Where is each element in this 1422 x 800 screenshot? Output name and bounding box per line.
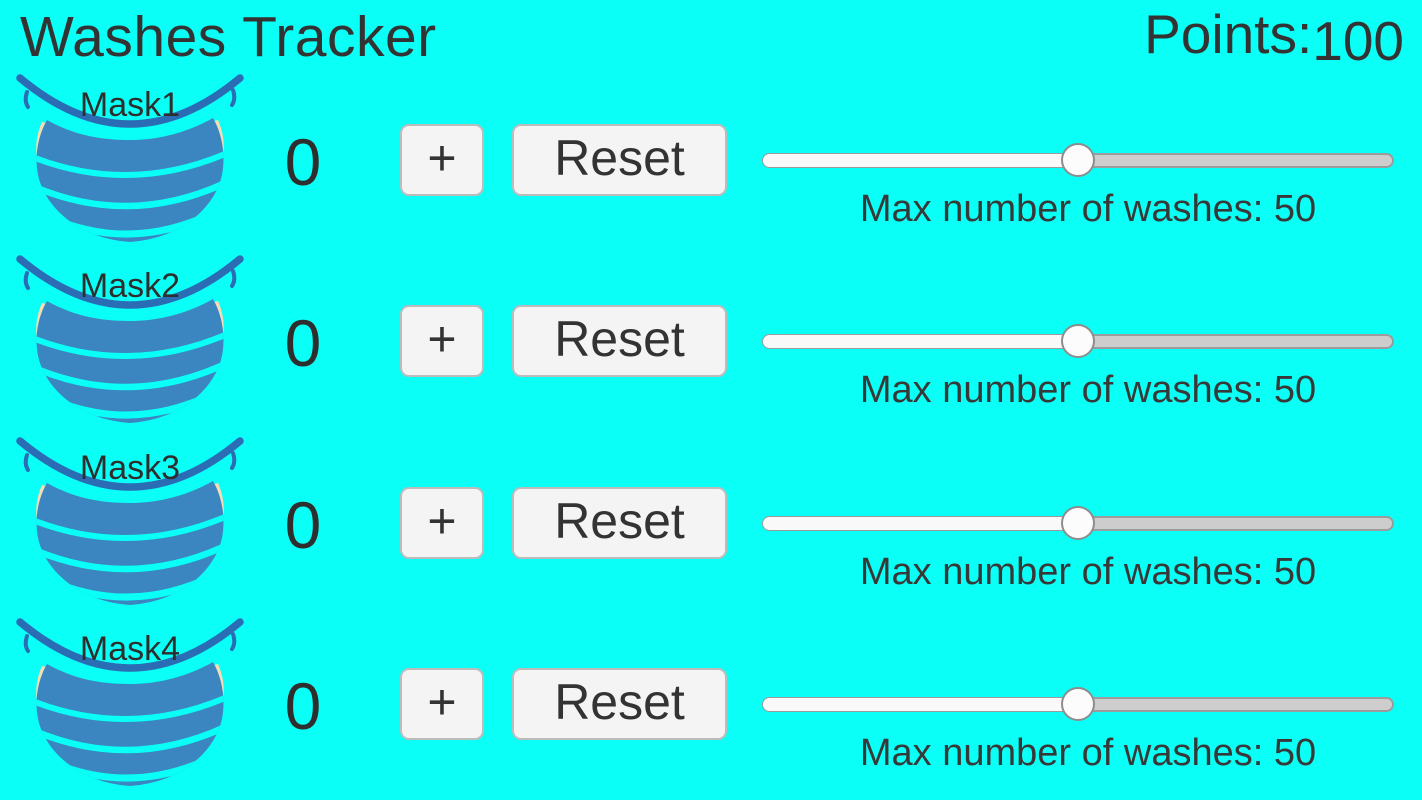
face-mask-icon	[16, 437, 244, 605]
wash-count: 0	[284, 306, 322, 380]
max-washes-label: Max number of washes: 50	[859, 732, 1317, 774]
mask-label: Mask2	[79, 267, 181, 305]
face-mask-icon	[16, 618, 244, 786]
max-washes-slider[interactable]: Max number of washes: 50	[762, 70, 1394, 251]
reset-button[interactable]: Reset	[512, 305, 727, 377]
mask-row: Mask2 0 + Reset Max number of washes: 50	[0, 251, 1422, 432]
face-mask-icon	[16, 255, 244, 423]
points-value: 100	[1312, 10, 1404, 72]
increment-button[interactable]: +	[400, 305, 484, 377]
points-label: Points:	[1144, 3, 1313, 65]
wash-count: 0	[284, 125, 322, 199]
max-washes-label: Max number of washes: 50	[859, 188, 1317, 230]
slider-fill	[763, 154, 1077, 167]
face-mask-image: Mask4	[16, 614, 244, 792]
mask-row: Mask3 0 + Reset Max number of washes: 50	[0, 433, 1422, 614]
mask-label: Mask3	[79, 449, 181, 487]
max-washes-slider[interactable]: Max number of washes: 50	[762, 614, 1394, 795]
points-counter: Points:100	[1144, 2, 1404, 72]
mask-row: Mask4 0 + Reset Max number of washes: 50	[0, 614, 1422, 795]
face-mask-image: Mask2	[16, 251, 244, 429]
wash-count: 0	[284, 669, 322, 743]
app-title: Washes Tracker	[20, 5, 437, 69]
reset-button[interactable]: Reset	[512, 668, 727, 740]
face-mask-image: Mask1	[16, 70, 244, 248]
slider-fill	[763, 335, 1077, 348]
increment-button[interactable]: +	[400, 487, 484, 559]
reset-button[interactable]: Reset	[512, 124, 727, 196]
slider-thumb[interactable]	[1061, 506, 1095, 540]
reset-button[interactable]: Reset	[512, 487, 727, 559]
increment-button[interactable]: +	[400, 124, 484, 196]
max-washes-slider[interactable]: Max number of washes: 50	[762, 251, 1394, 432]
mask-label: Mask4	[79, 630, 181, 668]
mask-row: Mask1 0 + Reset Max number of washes: 50	[0, 70, 1422, 251]
slider-thumb[interactable]	[1061, 687, 1095, 721]
mask-label: Mask1	[79, 86, 181, 124]
increment-button[interactable]: +	[400, 668, 484, 740]
max-washes-label: Max number of washes: 50	[859, 369, 1317, 411]
slider-fill	[763, 517, 1077, 530]
face-mask-image: Mask3	[16, 433, 244, 611]
max-washes-label: Max number of washes: 50	[859, 551, 1317, 593]
max-washes-slider[interactable]: Max number of washes: 50	[762, 433, 1394, 614]
slider-fill	[763, 698, 1077, 711]
wash-count: 0	[284, 488, 322, 562]
face-mask-icon	[16, 74, 244, 242]
slider-thumb[interactable]	[1061, 324, 1095, 358]
slider-thumb[interactable]	[1061, 143, 1095, 177]
